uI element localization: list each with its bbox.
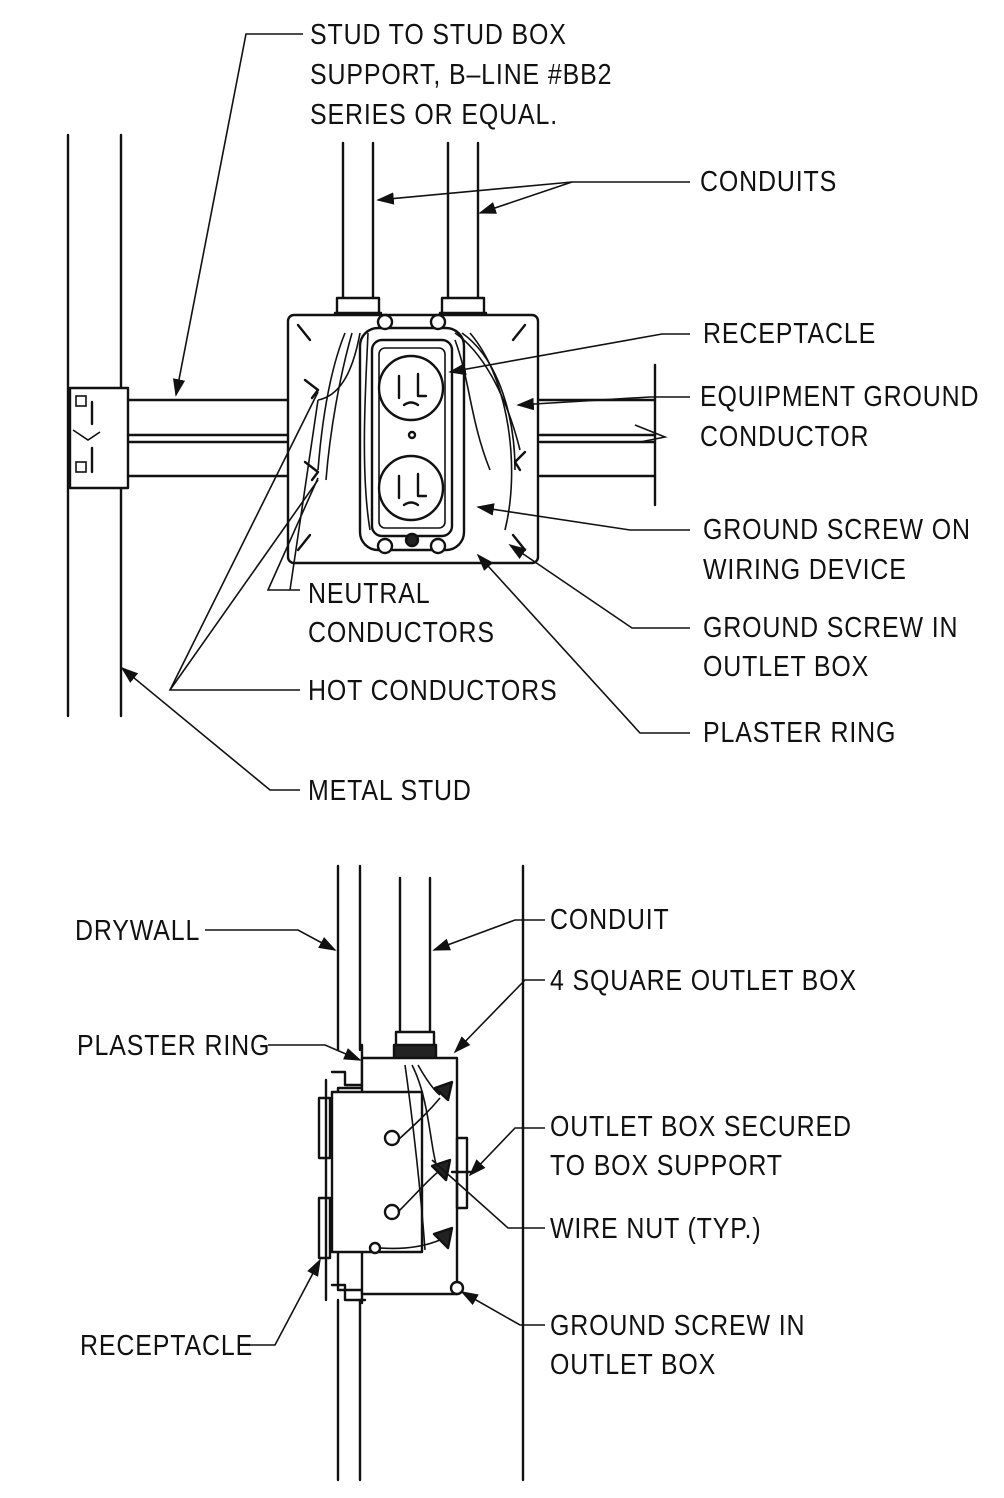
conduit-pair-left: [341, 141, 375, 302]
label-conduit: CONDUIT: [550, 904, 670, 936]
drywall: [336, 864, 362, 1482]
label-outlet-box: 4 SQUARE OUTLET BOX: [550, 965, 857, 997]
conduit-section: [392, 876, 438, 1067]
label-plaster-ring: PLASTER RING: [703, 717, 897, 749]
stud-bracket: [68, 386, 130, 490]
plan-view: [66, 133, 668, 718]
label-plaster-ring-section: PLASTER RING: [77, 1030, 271, 1062]
label-box-secured-line2: TO BOX SUPPORT: [550, 1150, 783, 1182]
label-ground-screw-section-line2: OUTLET BOX: [550, 1349, 717, 1381]
label-drywall: DRYWALL: [75, 915, 201, 947]
label-wire-nut: WIRE NUT (TYP.): [550, 1213, 762, 1245]
label-metal-stud: METAL STUD: [308, 775, 472, 807]
label-hot-conductors: HOT CONDUCTORS: [308, 675, 558, 707]
conductors-plan: [317, 332, 521, 531]
duplex-receptacle: [370, 338, 454, 548]
label-box-support-line2: SUPPORT, B–LINE #BB2: [310, 59, 613, 91]
conduit-pair-right: [446, 141, 480, 302]
label-ground-screw-box-line1: GROUND SCREW IN: [703, 612, 959, 644]
label-receptacle-section: RECEPTACLE: [80, 1330, 254, 1362]
label-equipment-ground-line2: CONDUCTOR: [700, 421, 870, 453]
label-receptacle: RECEPTACLE: [703, 318, 877, 350]
section-leaders: [205, 919, 545, 1346]
label-box-support-line1: STUD TO STUD BOX: [310, 19, 567, 51]
wires-section: [379, 1064, 454, 1251]
plaster-ring-plan: [358, 313, 466, 555]
outlet-box-section: [330, 1056, 474, 1296]
label-ground-screw-device-line1: GROUND SCREW ON: [703, 514, 971, 546]
label-equipment-ground-line1: EQUIPMENT GROUND: [700, 381, 980, 413]
label-box-secured-line1: OUTLET BOX SECURED: [550, 1111, 852, 1143]
label-neutral-line2: CONDUCTORS: [308, 617, 495, 649]
label-ground-screw-box-line2: OUTLET BOX: [703, 651, 870, 683]
label-neutral-line1: NEUTRAL: [308, 578, 431, 610]
label-conduits: CONDUITS: [700, 166, 838, 198]
label-box-support-line3: SERIES OR EQUAL.: [310, 99, 558, 131]
label-ground-screw-device-line2: WIRING DEVICE: [703, 554, 907, 586]
section-view: [317, 864, 525, 1482]
plan-leaders: [120, 33, 690, 791]
label-ground-screw-section-line1: GROUND SCREW IN: [550, 1310, 806, 1342]
